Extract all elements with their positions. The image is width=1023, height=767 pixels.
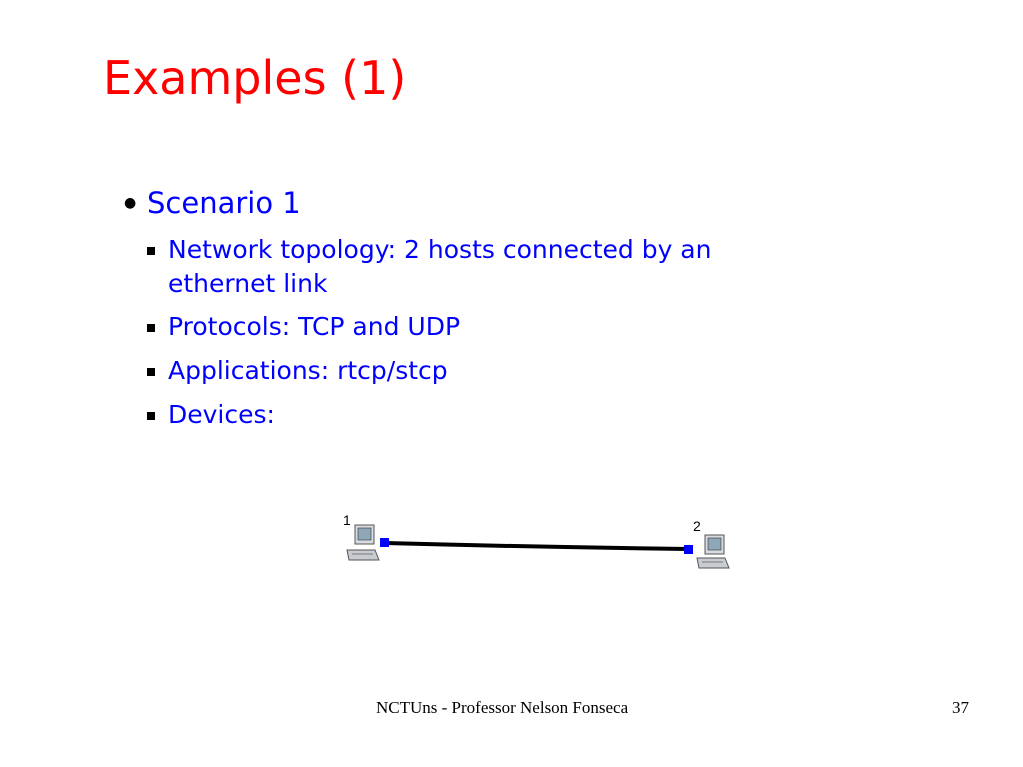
- square-bullet-icon: [147, 247, 155, 255]
- square-bullet-icon: [147, 368, 155, 376]
- host1-label: 1: [343, 512, 351, 528]
- network-topology-diagram: 1 2: [343, 512, 730, 569]
- host2-label: 2: [693, 518, 701, 534]
- page-number: 37: [952, 698, 969, 717]
- subitem-text: Network topology: 2 hosts connected by a…: [168, 235, 712, 298]
- footer-text: NCTUns - Professor Nelson Fonseca: [376, 698, 629, 717]
- subitem-text: Applications: rtcp/stcp: [168, 356, 448, 385]
- bullet-dot-icon: ●: [124, 195, 137, 211]
- host1-interface-node: [380, 538, 389, 547]
- subitem-text: Protocols: TCP and UDP: [168, 312, 461, 341]
- slide-title: Examples (1): [103, 51, 407, 105]
- ethernet-link: [384, 541, 689, 551]
- bullet-text: Scenario 1: [147, 186, 301, 220]
- host2-interface-node: [684, 545, 693, 554]
- host1-computer-icon: [346, 524, 380, 561]
- subitem-text: Devices:: [168, 400, 275, 429]
- square-bullet-icon: [147, 324, 155, 332]
- host2-computer-icon: [696, 534, 730, 569]
- square-bullet-icon: [147, 412, 155, 420]
